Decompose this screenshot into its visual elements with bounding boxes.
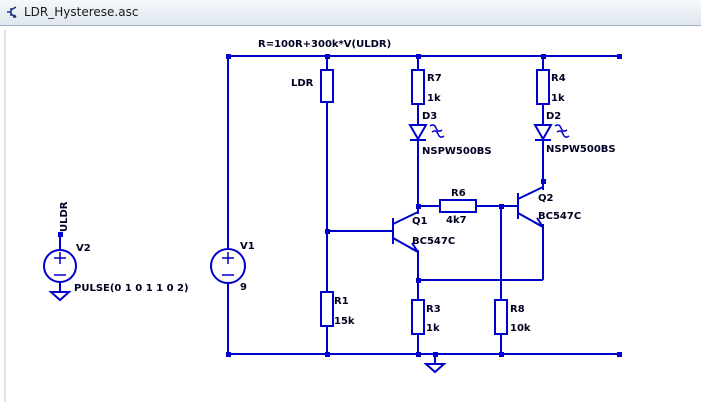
v2-voltage-source-icon[interactable] <box>43 249 77 283</box>
r4-resistor[interactable] <box>536 69 550 105</box>
q1-name: Q1 <box>412 216 428 227</box>
r1-name: R1 <box>334 296 349 307</box>
r7-value: 1k <box>427 93 441 104</box>
d2-value: NSPW500BS <box>546 144 616 155</box>
schematic-canvas[interactable]: R=100R+300k*V(ULDR) LDR R7 1k D3 NSPW500… <box>0 26 701 402</box>
v2-name: V2 <box>76 243 91 254</box>
r7-name: R7 <box>427 73 442 84</box>
r3-resistor[interactable] <box>411 299 425 335</box>
d2-led-icon[interactable] <box>533 124 570 142</box>
r7-resistor[interactable] <box>411 69 425 105</box>
d2-name: D2 <box>546 111 561 122</box>
r4-name: R4 <box>551 73 566 84</box>
d3-led-icon[interactable] <box>408 124 445 142</box>
v2-ground-icon <box>48 291 72 302</box>
v1-value: 9 <box>240 282 247 293</box>
junction-nodes <box>58 54 622 357</box>
window-titlebar[interactable]: LDR_Hysterese.asc <box>0 0 701 26</box>
r6-value: 4k7 <box>446 215 467 226</box>
q2-transistor-icon[interactable] <box>517 186 544 228</box>
ground-icon <box>423 363 447 374</box>
r8-name: R8 <box>510 304 525 315</box>
r4-value: 1k <box>551 93 565 104</box>
r8-resistor[interactable] <box>494 299 508 335</box>
q1-value: BC547C <box>412 236 455 247</box>
net-label-uldr[interactable]: ULDR <box>59 201 70 232</box>
d3-name: D3 <box>422 111 437 122</box>
r8-value: 10k <box>510 323 531 334</box>
r6-resistor[interactable] <box>439 199 477 213</box>
q1-transistor-icon[interactable] <box>392 211 419 253</box>
window-title: LDR_Hysterese.asc <box>24 5 139 19</box>
q2-name: Q2 <box>538 193 554 204</box>
ldr-label: LDR <box>291 78 314 89</box>
schematic-icon <box>7 6 17 18</box>
r1-resistor[interactable] <box>320 291 334 327</box>
r3-value: 1k <box>426 323 440 334</box>
v2-value: PULSE(0 1 0 1 1 0 2) <box>74 283 189 294</box>
r6-name: R6 <box>451 188 466 199</box>
v1-name: V1 <box>240 241 255 252</box>
q2-value: BC547C <box>538 211 581 222</box>
r3-name: R3 <box>426 304 441 315</box>
r1-value: 15k <box>334 316 355 327</box>
d3-value: NSPW500BS <box>422 146 492 157</box>
spice-directive[interactable]: R=100R+300k*V(ULDR) <box>258 39 391 50</box>
ldr-resistor[interactable] <box>320 69 334 103</box>
schematic-drawing: R=100R+300k*V(ULDR) LDR R7 1k D3 NSPW500… <box>4 30 622 402</box>
v1-voltage-source-icon[interactable] <box>210 248 246 284</box>
